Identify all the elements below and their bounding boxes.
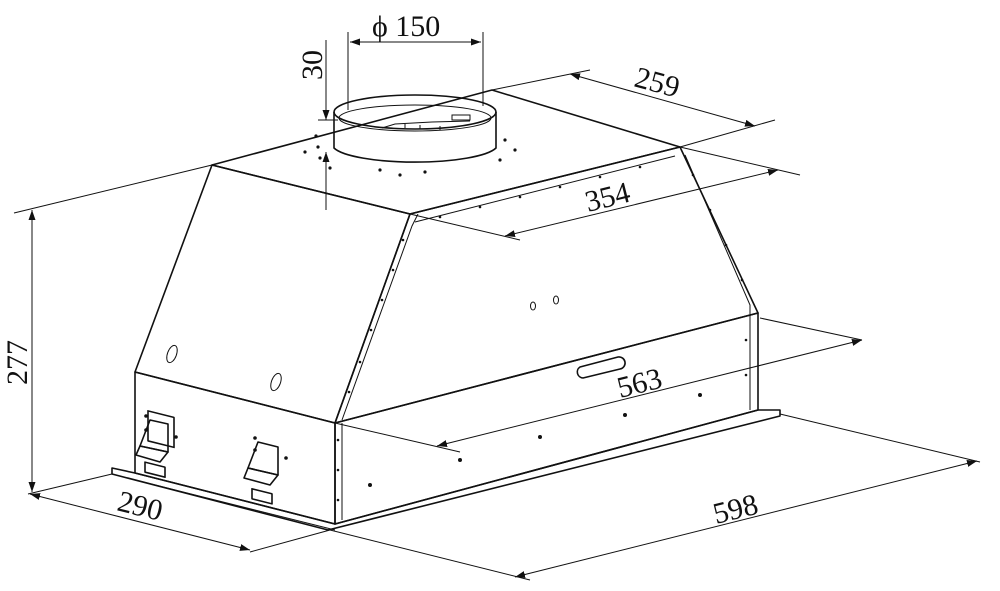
dim-collar-height: 30 xyxy=(296,50,329,80)
dim-top-depth: 259 xyxy=(631,61,683,105)
dim-height: 277 xyxy=(1,340,34,385)
dim-top-width: 354 xyxy=(582,176,634,219)
left-lower-panel xyxy=(134,371,336,525)
left-sloped-face xyxy=(134,164,411,424)
mounting-bracket-right xyxy=(243,436,288,505)
screw-holes xyxy=(166,134,748,502)
hood-body xyxy=(111,89,781,531)
dimension-lines xyxy=(13,32,981,581)
mounting-bracket-left xyxy=(135,410,178,478)
duct-collar xyxy=(333,94,497,163)
dim-overall-width: 598 xyxy=(710,488,762,531)
bottom-flange xyxy=(111,409,781,531)
dim-overall-depth: 290 xyxy=(114,485,166,528)
dim-duct-diameter: ϕ 150 xyxy=(372,10,440,43)
